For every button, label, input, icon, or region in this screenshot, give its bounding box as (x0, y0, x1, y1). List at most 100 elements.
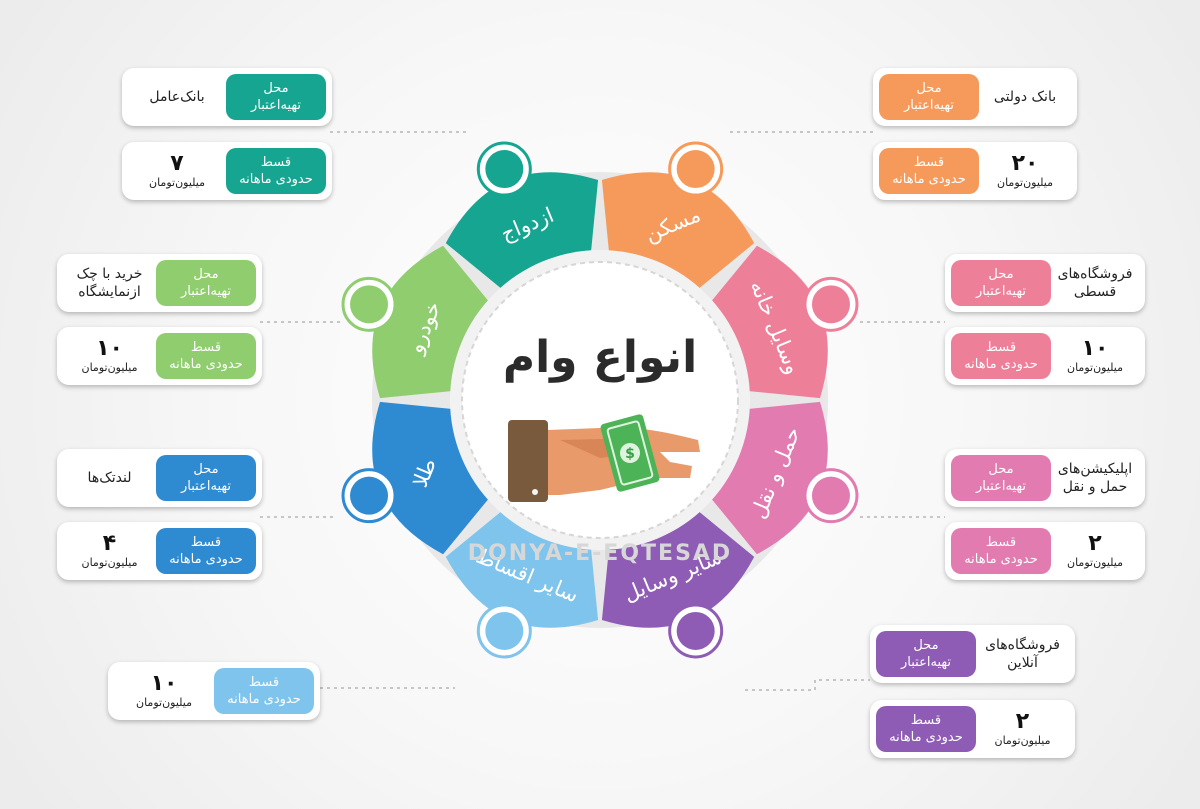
pill-line: تهیه‌اعتبار (901, 655, 951, 670)
center-title: انواع وام (503, 332, 697, 383)
segment-vasayel_khane (710, 245, 828, 399)
amount-unit: میلیون‌تومان (81, 556, 138, 569)
house-dollar-icon (676, 150, 715, 189)
pill-line: قسط (910, 713, 942, 728)
pill-line: حدودی ماهانه (892, 172, 966, 187)
pill-line: قسط (248, 675, 280, 690)
segment-maskan (601, 172, 755, 290)
pill-line: قسط (985, 340, 1017, 355)
pill-line: تهیه‌اعتبار (181, 284, 231, 299)
amount-value: ۲ (1088, 531, 1102, 556)
pill-line: حدودی ماهانه (964, 552, 1038, 567)
segment-tala (372, 401, 490, 555)
amount-unit: میلیون‌تومان (136, 696, 192, 709)
center-circle (461, 261, 739, 539)
pill-line: محل (916, 81, 942, 96)
rings-icon (485, 150, 524, 189)
amount-value: ۷ (170, 151, 184, 176)
pill-line: قسط (190, 535, 222, 550)
source-name: بانک دولتی (993, 89, 1057, 105)
source-name: بانک‌عامل (149, 89, 205, 105)
amount-value: ۱۰ (96, 336, 123, 361)
installment-label: قسط حدودی ماهانه (951, 333, 1051, 379)
svg-text:$: $ (625, 446, 635, 462)
source-name: فروشگاه‌های قسطی (1057, 266, 1133, 300)
amount-unit: میلیون‌تومان (997, 176, 1053, 189)
car-hand-icon (350, 285, 389, 324)
source-card-sayer_vasayel: محل تهیه‌اعتبار فروشگاه‌های آنلاین (870, 625, 1075, 683)
source-card-ezdevaj: بانک‌عامل محل تهیه‌اعتبار (122, 68, 332, 126)
amount-unit: میلیون‌تومان (1067, 556, 1123, 569)
installment-label: قسط حدودی ماهانه (951, 528, 1051, 574)
pill-line: تهیه‌اعتبار (976, 479, 1026, 494)
amount-unit: میلیون‌تومان (149, 176, 205, 189)
dinner-icon (676, 611, 715, 650)
source-name: لندتک‌ها (87, 470, 132, 486)
pill-line: قسط (260, 155, 292, 170)
pill-line: محل (913, 638, 939, 653)
gold-bars-icon (350, 476, 389, 515)
source-card-tala: لندتک‌ها محل تهیه‌اعتبار (57, 449, 262, 507)
taxi-icon (811, 476, 850, 515)
amount-value: ۲ (1015, 709, 1030, 734)
segment-sayer_aghsat (445, 510, 599, 628)
pill-line: محل (263, 81, 289, 96)
segment-khodro (372, 245, 490, 399)
amount-value: ۱۰ (1081, 336, 1109, 361)
source-label: محل تهیه‌اعتبار (226, 74, 326, 120)
installment-label: قسط حدودی ماهانه (156, 528, 256, 574)
pill-line: محل (193, 267, 219, 282)
source-label: محل تهیه‌اعتبار (156, 260, 256, 306)
segment-haml_naql (710, 401, 828, 555)
source-label: محل تهیه‌اعتبار (876, 631, 976, 677)
pill-line: محل (193, 462, 219, 477)
watermark-text: DONYA-E-EQTESAD (468, 541, 732, 566)
pill-line: محل (988, 462, 1014, 477)
pill-line: تهیه‌اعتبار (181, 479, 231, 494)
pill-line: تهیه‌اعتبار (976, 284, 1026, 299)
amount-value: ۱۰ (150, 671, 178, 696)
appliances-icon (811, 285, 850, 324)
connector-lines (260, 131, 945, 691)
installment-label: قسط حدودی ماهانه (226, 148, 326, 194)
pill-line: حدودی ماهانه (889, 730, 963, 745)
amount-unit: میلیون‌تومان (81, 361, 138, 374)
pill-line: قسط (985, 535, 1017, 550)
amount-unit: میلیون‌تومان (994, 734, 1051, 747)
source-name: فروشگاه‌های آنلاین (985, 637, 1060, 671)
segment-ezdevaj (445, 172, 599, 290)
pill-line: حدودی ماهانه (239, 172, 313, 187)
installment-label: قسط حدودی ماهانه (214, 668, 314, 714)
wallet-icon (485, 611, 524, 650)
pill-line: حدودی ماهانه (964, 357, 1038, 372)
pill-line: قسط (913, 155, 945, 170)
pill-line: تهیه‌اعتبار (251, 98, 301, 113)
pill-line: حدودی ماهانه (227, 692, 301, 707)
pill-line: حدودی ماهانه (169, 552, 243, 567)
amount-value: ۲۰ (1011, 151, 1039, 176)
source-label: محل تهیه‌اعتبار (951, 455, 1051, 501)
installment-label: قسط حدودی ماهانه (876, 706, 976, 752)
pill-line: حدودی ماهانه (169, 357, 243, 372)
